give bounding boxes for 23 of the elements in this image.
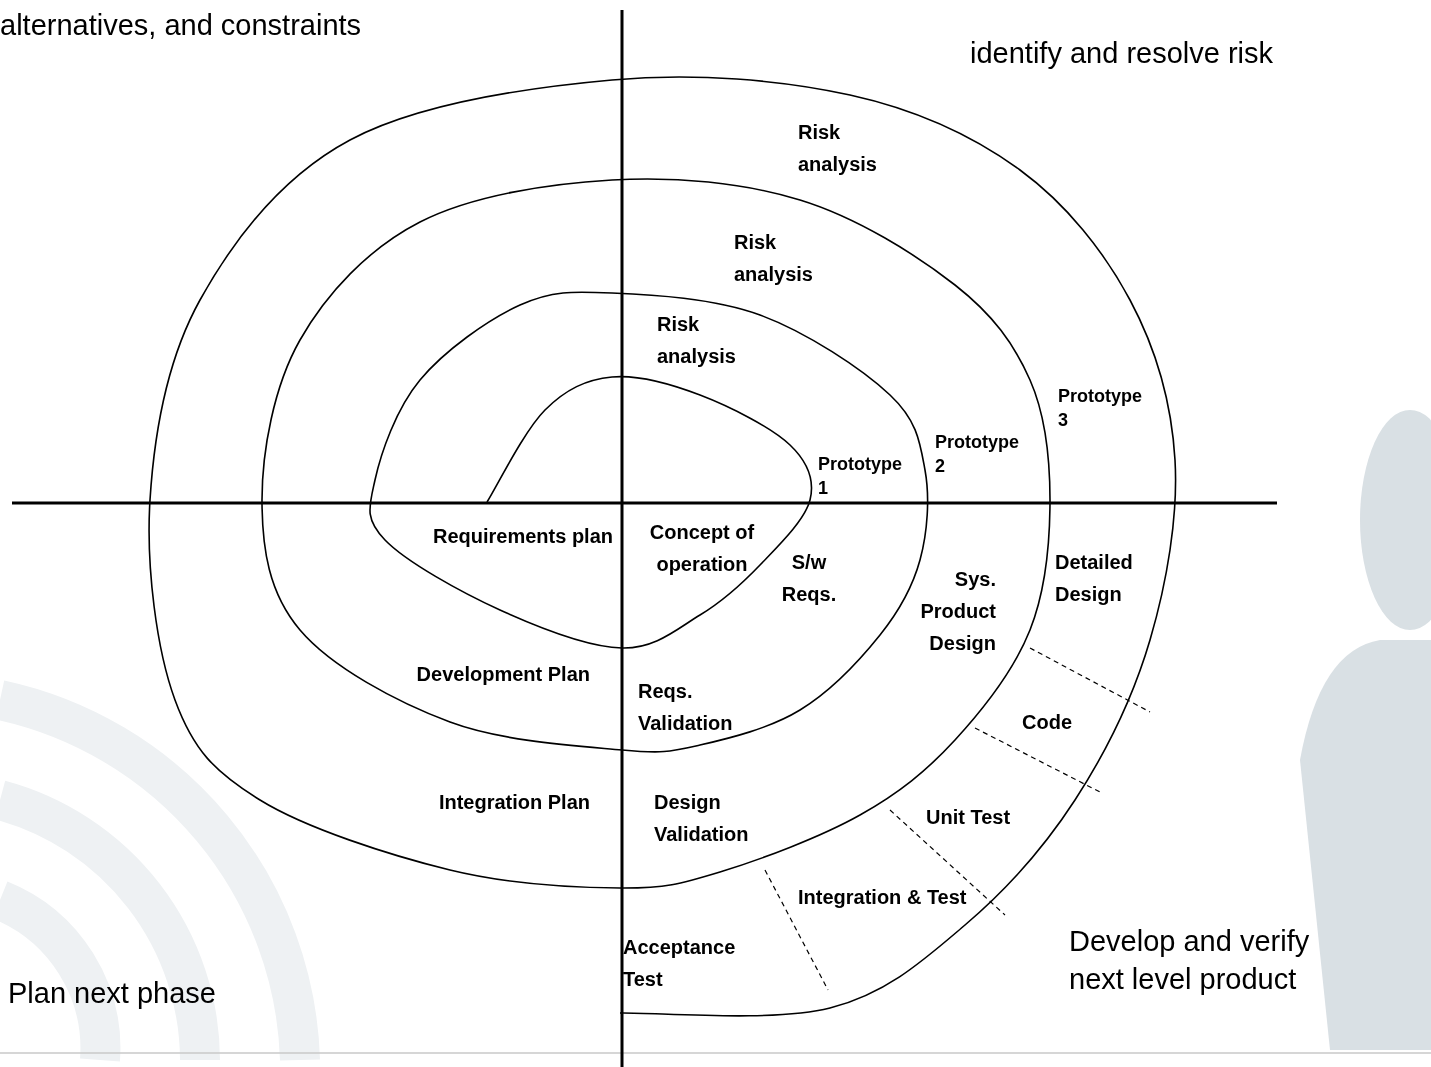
phase-label: Requirements plan <box>432 525 613 547</box>
phase-label: Risk analysis <box>798 121 877 175</box>
phase-label: Concept of operation <box>649 521 755 575</box>
phase-label: Prototype 3 <box>1058 386 1142 430</box>
quadrant-heading: Plan next phase <box>8 977 216 1009</box>
phase-label: Code <box>1022 711 1072 733</box>
quadrant-heading: identify and resolve risk <box>970 37 1274 69</box>
phase-label: Development Plan <box>416 663 590 685</box>
phase-label: Prototype 1 <box>818 454 902 498</box>
phase-label: Unit Test <box>926 806 1011 828</box>
phase-label: Reqs. Validation <box>638 680 733 734</box>
phase-label: S/w Reqs. <box>781 551 837 605</box>
phase-label: Acceptance Test <box>623 936 736 990</box>
phase-label: Risk analysis <box>734 231 813 285</box>
phase-label: Prototype 2 <box>935 432 1019 476</box>
phase-label: Integration & Test <box>798 886 967 908</box>
phase-label: Detailed Design <box>1055 551 1133 605</box>
quadrant-heading: alternatives, and constraints <box>0 9 362 41</box>
quadrant-heading: Develop and verify next level product <box>1069 925 1310 995</box>
phase-label: Design Validation <box>654 791 749 845</box>
phase-label: Risk analysis <box>657 313 736 367</box>
phase-label: Integration Plan <box>438 791 590 813</box>
phase-label: Sys. Product Design <box>920 568 996 654</box>
